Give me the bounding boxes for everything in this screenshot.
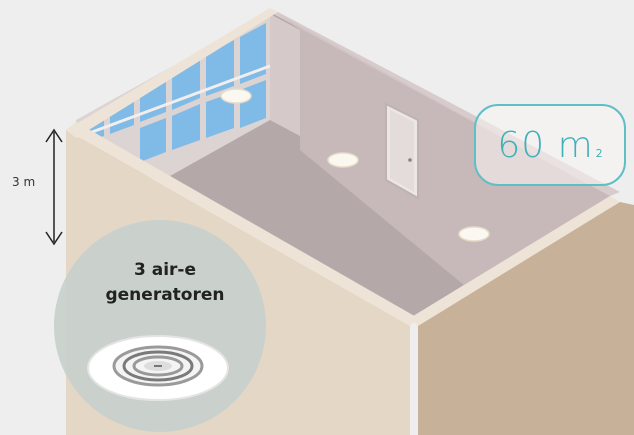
inner-wall-shade [270, 14, 300, 136]
left-wall-top [66, 8, 278, 138]
ceiling-generator-icon [458, 226, 490, 242]
generators-label: 3 air-e generatoren [80, 258, 250, 308]
front-left-wall [66, 122, 418, 326]
inner-wall-main [278, 14, 610, 290]
air-generator-closeup [87, 335, 229, 401]
area-value: 60 m [497, 124, 594, 166]
double-arrow-icon [45, 128, 63, 246]
generators-label-line2: generatoren [105, 285, 225, 305]
generators-label-line1: 3 air-e [133, 260, 196, 280]
ceiling-generator-icon [327, 152, 359, 168]
door-icon [385, 102, 419, 200]
area-text: 60 m 2 [497, 125, 602, 166]
height-label: 3 m [12, 175, 36, 189]
area-unit-superscript: 2 [595, 146, 603, 160]
front-right-wall-face [418, 202, 634, 435]
area-badge: 60 m 2 [474, 104, 626, 186]
ceiling-generator-icon [220, 88, 252, 104]
front-right-wall-top [410, 196, 620, 326]
